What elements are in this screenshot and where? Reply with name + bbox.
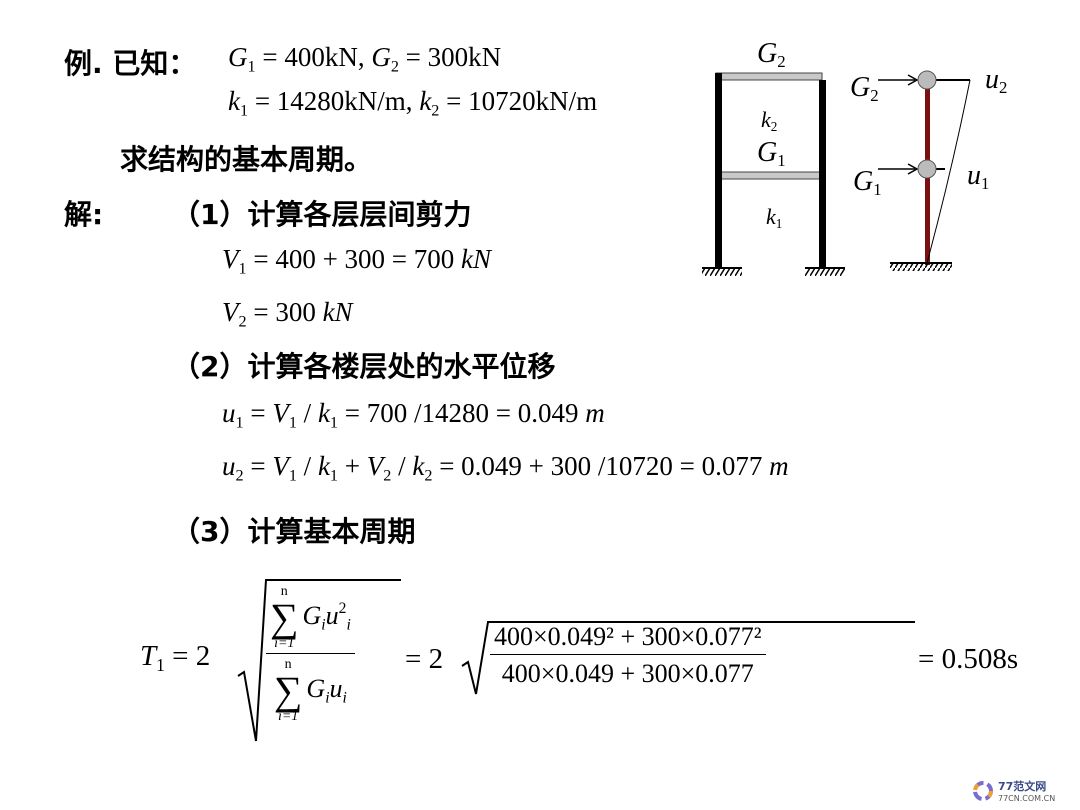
label-G1-mid: G1	[757, 137, 786, 171]
math-token: V	[272, 398, 289, 428]
math-token: /	[391, 451, 413, 481]
label-k1: k1	[766, 204, 783, 231]
label-G2-top: G2	[757, 38, 786, 72]
math-token: 2	[424, 466, 433, 485]
step2-heading: （2）计算各楼层处的水平位移	[172, 350, 556, 383]
math-token: V	[272, 451, 289, 481]
math-token: = 300	[246, 297, 323, 327]
equation-v1: V1 = 400 + 300 = 700 kN	[222, 244, 491, 279]
math-token: u	[222, 398, 236, 428]
watermark-logo-icon	[973, 780, 993, 801]
math-token: 1	[239, 101, 249, 120]
math-token: kN	[322, 297, 353, 327]
math-token: 1	[235, 413, 244, 432]
equation-u2: u2 = V1 / k1 + V2 / k2 = 0.049 + 300 /10…	[222, 451, 789, 486]
equation-v2: V2 = 300 kN	[222, 297, 353, 332]
math-token: = 700 /14280 = 0.049	[338, 398, 586, 428]
math-token: 2	[390, 57, 399, 76]
math-token: k	[419, 86, 432, 116]
math-token: 2	[383, 466, 392, 485]
label-G2-force: G2	[850, 72, 879, 106]
math-token: 1	[329, 413, 339, 432]
stick-model	[878, 70, 971, 271]
math-token: =	[243, 451, 273, 481]
solution-label: 解:	[64, 198, 104, 231]
math-token: V	[366, 451, 384, 481]
frame	[702, 72, 845, 276]
math-token: 2	[431, 101, 440, 120]
given-loads: G1 = 400kN, G2 = 300kN	[228, 42, 501, 77]
question-text: 求结构的基本周期。	[120, 143, 373, 176]
math-token: k	[228, 86, 240, 116]
math-token: = 400kN,	[255, 42, 372, 72]
label-u1: u1	[967, 160, 990, 194]
sqrt-sign-2	[461, 621, 915, 695]
math-token: 1	[288, 413, 297, 432]
math-token: V	[222, 297, 239, 327]
math-token: = 14280kN/m,	[248, 86, 420, 116]
math-token: 1	[288, 466, 297, 485]
period-eq-two: = 2	[405, 643, 444, 675]
step1-heading: （1）计算各层层间剪力	[172, 198, 472, 231]
math-token: m	[585, 398, 605, 428]
math-token: u	[222, 451, 236, 481]
step3-heading: （3）计算基本周期	[172, 515, 416, 548]
math-token: /	[296, 398, 318, 428]
label-k2: k2	[761, 107, 778, 134]
watermark-url: 77CN.COM.CN	[998, 794, 1056, 803]
math-token: = 10720kN/m	[439, 86, 598, 116]
example-label: 例. 已知：	[64, 47, 197, 80]
math-token: G	[371, 42, 391, 72]
math-token: 1	[247, 57, 256, 76]
math-token: 2	[235, 466, 244, 485]
math-token: /	[296, 451, 318, 481]
label-u2: u2	[985, 64, 1008, 98]
math-token: =	[243, 398, 273, 428]
given-stiffness: k1 = 14280kN/m, k2 = 10720kN/m	[228, 86, 597, 121]
label-G1-force: G1	[853, 166, 882, 200]
watermark-name: 77范文网	[998, 780, 1047, 793]
math-token: k	[317, 398, 330, 428]
math-token: k	[317, 451, 330, 481]
math-token: +	[338, 451, 367, 481]
math-token: = 400 + 300 = 700	[246, 244, 462, 274]
math-token: V	[222, 244, 239, 274]
math-token: 1	[329, 466, 339, 485]
math-token: = 300kN	[398, 42, 502, 72]
math-token: G	[228, 42, 248, 72]
equation-u1: u1 = V1 / k1 = 700 /14280 = 0.049 m	[222, 398, 605, 433]
math-token: kN	[461, 244, 492, 274]
math-token: 2	[238, 312, 247, 331]
sqrt-sign-1	[237, 579, 401, 742]
structure-diagram	[702, 70, 971, 276]
math-token: m	[769, 451, 789, 481]
math-token: k	[412, 451, 425, 481]
math-token: = 0.049 + 300 /10720 = 0.077	[432, 451, 770, 481]
math-token: 1	[238, 259, 247, 278]
period-result: = 0.508s	[918, 643, 1019, 675]
period-lhs: T1 = 2	[140, 640, 211, 676]
